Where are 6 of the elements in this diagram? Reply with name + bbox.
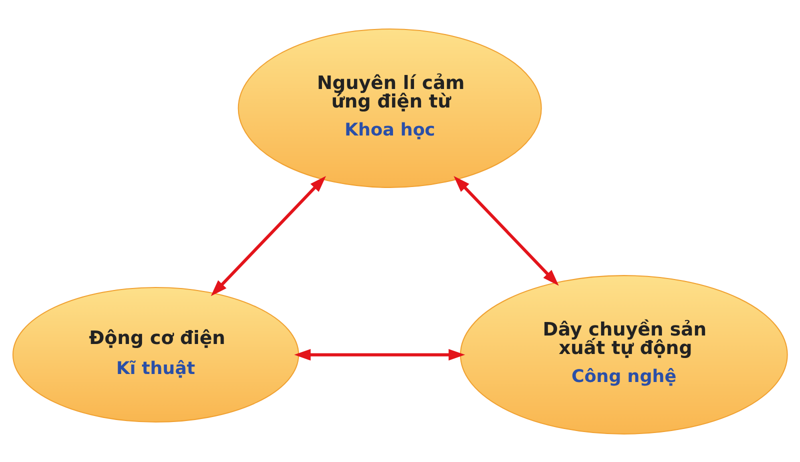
- arrow: [454, 175, 559, 286]
- node-ellipse: Dây chuyền sản xuất tự động Công nghệ: [460, 274, 788, 434]
- arrow: [294, 348, 466, 360]
- arrow: [210, 175, 326, 296]
- node-ellipse: Nguyên lí cảm ứng điện từ Khoa học: [238, 28, 542, 188]
- node-ellipse: Động cơ điện Kĩ thuật: [12, 286, 300, 422]
